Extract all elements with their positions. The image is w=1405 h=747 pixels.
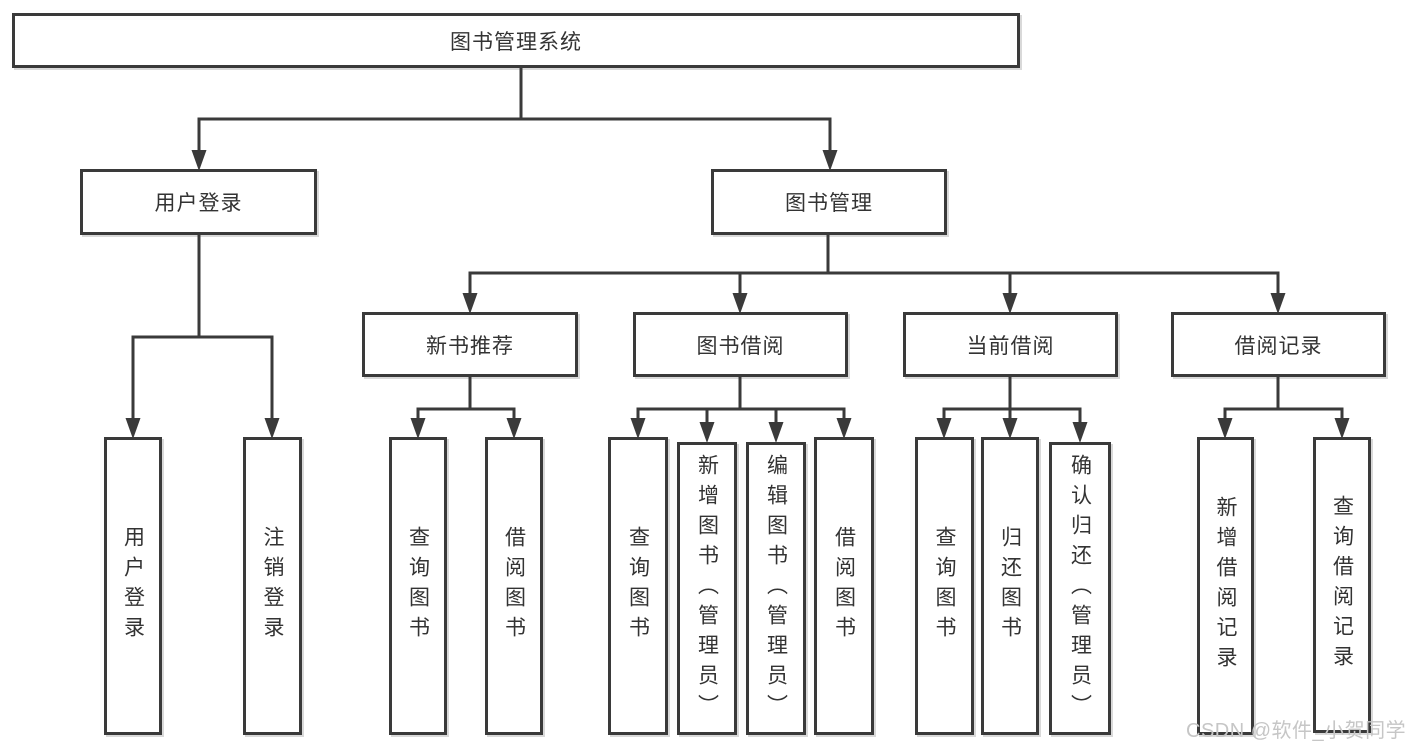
connector-new-book-recommend-branch bbox=[410, 375, 522, 439]
node-leaf-edit-book-admin-label: 编辑图书（管理员） bbox=[764, 453, 788, 724]
node-leaf-add-borrow-record: 新增借阅记录 bbox=[1197, 437, 1254, 735]
node-borrowing-records: 借阅记录 bbox=[1171, 312, 1386, 377]
node-leaf-user-login-label: 用户登录 bbox=[121, 526, 145, 646]
node-leaf-return-book: 归还图书 bbox=[981, 437, 1039, 735]
node-root: 图书管理系统 bbox=[12, 13, 1020, 68]
connector-book-management-branch bbox=[462, 232, 1286, 314]
node-borrowing-records-label: 借阅记录 bbox=[1234, 334, 1323, 358]
node-leaf-query-books-3-label: 查询图书 bbox=[933, 526, 956, 646]
node-leaf-add-borrow-record-label: 新增借阅记录 bbox=[1214, 496, 1237, 676]
node-leaf-logout-label: 注销登录 bbox=[261, 526, 284, 646]
connector-user-login-branch bbox=[125, 232, 280, 439]
node-leaf-add-book-admin-label: 新增图书（管理员） bbox=[695, 453, 719, 724]
node-leaf-return-book-label: 归还图书 bbox=[998, 526, 1022, 646]
node-leaf-edit-book-admin: 编辑图书（管理员） bbox=[746, 442, 806, 735]
node-leaf-query-borrow-record: 查询借阅记录 bbox=[1313, 437, 1371, 733]
node-leaf-logout: 注销登录 bbox=[243, 437, 302, 735]
connector-borrowing-records-branch bbox=[1217, 375, 1350, 439]
node-leaf-query-borrow-record-label: 查询借阅记录 bbox=[1330, 495, 1354, 675]
node-leaf-borrow-book-1: 借阅图书 bbox=[485, 437, 543, 735]
node-book-borrowing: 图书借阅 bbox=[633, 312, 848, 377]
node-leaf-query-books-2-label: 查询图书 bbox=[626, 526, 650, 646]
connector-root-to-level2 bbox=[191, 66, 838, 171]
node-user-login: 用户登录 bbox=[80, 169, 317, 235]
node-book-management-label: 图书管理 bbox=[785, 192, 873, 215]
node-book-borrowing-label: 图书借阅 bbox=[696, 334, 785, 358]
node-leaf-confirm-return-admin-label: 确认归还（管理员） bbox=[1068, 453, 1092, 724]
node-new-book-recommend: 新书推荐 bbox=[362, 312, 578, 377]
node-book-management: 图书管理 bbox=[711, 169, 947, 235]
node-root-label: 图书管理系统 bbox=[450, 30, 582, 54]
node-leaf-borrow-book-1-label: 借阅图书 bbox=[502, 526, 526, 646]
node-user-login-label: 用户登录 bbox=[154, 192, 243, 215]
node-leaf-confirm-return-admin: 确认归还（管理员） bbox=[1049, 442, 1111, 735]
node-current-borrowing: 当前借阅 bbox=[903, 312, 1118, 377]
node-leaf-query-books-3: 查询图书 bbox=[915, 437, 974, 735]
node-leaf-add-book-admin: 新增图书（管理员） bbox=[677, 442, 737, 735]
node-leaf-query-books-2: 查询图书 bbox=[608, 437, 668, 735]
node-leaf-borrow-book-2-label: 借阅图书 bbox=[832, 526, 856, 646]
node-leaf-query-books-1: 查询图书 bbox=[389, 437, 447, 735]
csdn-watermark: CSDN @软件_小贺同学 bbox=[1186, 720, 1405, 742]
connector-current-borrowing-branch bbox=[936, 375, 1088, 443]
node-leaf-borrow-book-2: 借阅图书 bbox=[814, 437, 874, 735]
node-current-borrowing-label: 当前借阅 bbox=[966, 334, 1055, 358]
node-leaf-query-books-1-label: 查询图书 bbox=[406, 526, 430, 646]
node-leaf-user-login: 用户登录 bbox=[104, 437, 162, 735]
connector-book-borrowing-branch bbox=[630, 375, 852, 443]
node-new-book-recommend-label: 新书推荐 bbox=[426, 334, 514, 358]
